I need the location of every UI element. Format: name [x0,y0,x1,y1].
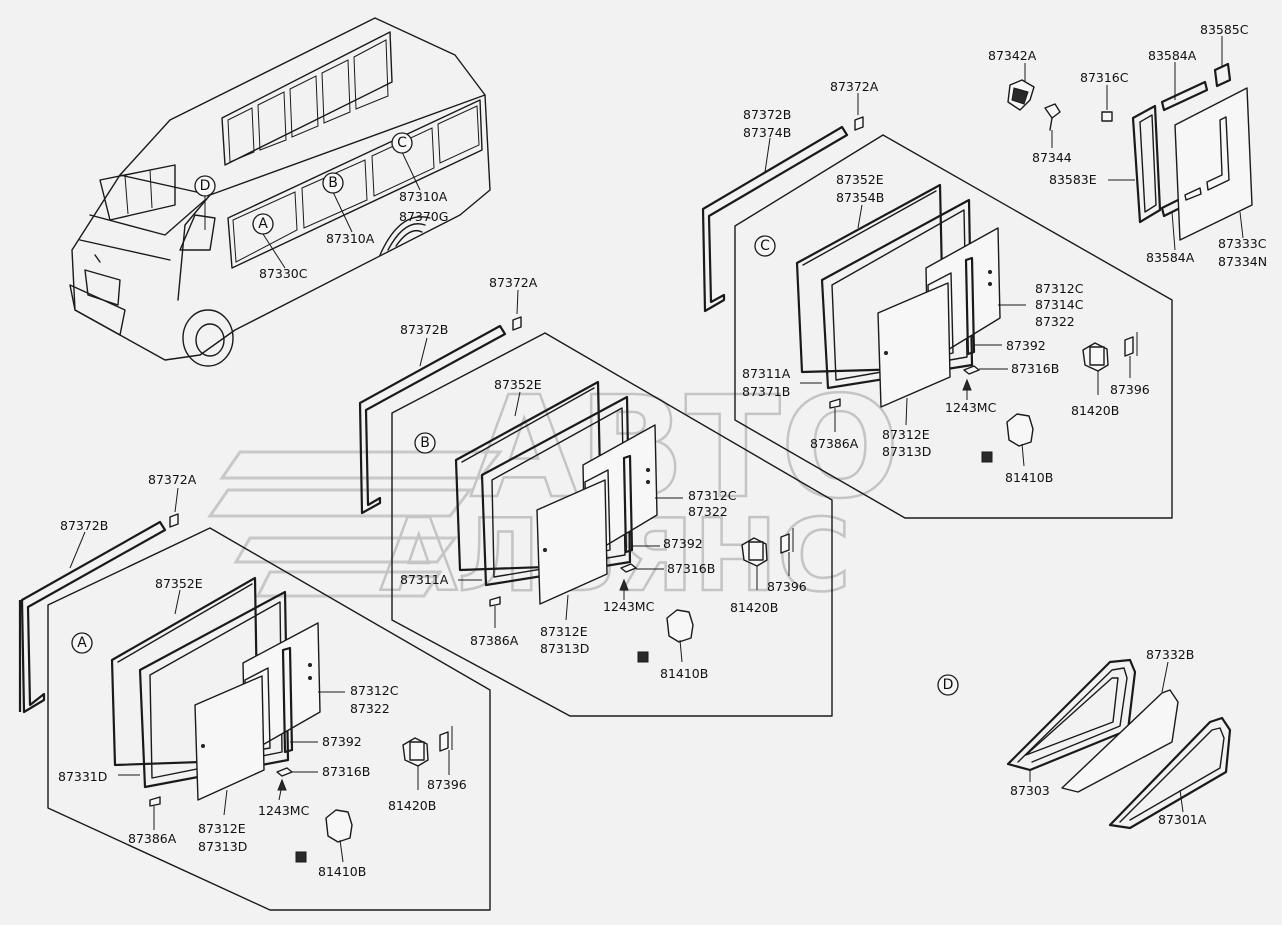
part-label: 87303 [1010,783,1050,798]
part-label: 81410B [1005,470,1053,485]
part-label: 87354B [836,190,884,205]
part-label: 87311A [742,366,791,381]
part-label: 87312E [540,624,588,639]
part-label: 87322 [688,504,728,519]
part-label: 81410B [660,666,708,681]
part-label: 81420B [730,600,778,615]
part-label: 87316B [322,764,370,779]
part-label: 87386A [810,436,859,451]
part-label: 87392 [1006,338,1046,353]
callout-a [71,632,93,654]
part-label: 87334N [1218,254,1267,269]
part-label: 87371B [742,384,790,399]
part-label: 83584A [1148,48,1197,63]
part-label: 87314C [1035,297,1084,312]
watermark-logo-stripes [207,450,504,598]
rear-window-leaders [1024,36,1244,251]
group-d-leaders [1029,661,1184,813]
part-label: 87392 [322,734,362,749]
van-callouts: A B C D 87330C 87310A 87310A 87370G [194,132,448,281]
part-label: 87322 [1035,314,1075,329]
part-label: 87310A [326,231,375,246]
part-label: 87313D [540,641,589,656]
part-label: 81410B [318,864,366,879]
part-label: 87313D [882,444,931,459]
group-a-leaders [69,487,450,863]
part-label: 87372A [830,79,879,94]
part-label: 81420B [1071,403,1119,418]
part-label: 1243MC [945,400,997,415]
part-label: 87372B [400,322,448,337]
part-label: 87372B [60,518,108,533]
callout-c-van [391,132,413,154]
part-label: 87333C [1218,236,1267,251]
van-roof-windows [221,31,393,166]
part-label: 87396 [767,579,807,594]
part-label: 87370G [399,209,448,224]
callout-b [414,432,436,454]
van-illustration [69,17,491,367]
part-label: 87330C [259,266,308,281]
part-label: 1243MC [258,803,310,818]
group-c-leaders [764,93,1131,467]
callout-b-van [322,172,344,194]
window-group-a: A 87372A 87372B 87352E 87312C 87322 8739… [18,472,491,911]
part-label: 83583E [1049,172,1097,187]
watermark: АВТО АЛЬЯНС [207,366,901,615]
callout-d-van-label: D [200,178,211,194]
window-group-c: C 87372A 87372B 87374B 87352E 87354B 873… [701,79,1173,519]
part-label: 87372B [743,107,791,122]
part-label: 87372A [489,275,538,290]
part-label: 1243MC [603,599,655,614]
callout-d [937,674,959,696]
part-label: 87332B [1146,647,1194,662]
part-label: 87352E [836,172,884,187]
part-label: 83585C [1200,22,1249,37]
part-label: 87316C [1080,70,1129,85]
window-group-b: B 87372A 87372B 87352E 87312C 87322 8739… [358,275,833,717]
part-label: 87312C [350,683,399,698]
part-label: 87312C [1035,281,1084,296]
part-label: 87316B [667,561,715,576]
part-label: 87316B [1011,361,1059,376]
callout-c [754,235,776,257]
part-label: 87396 [427,777,467,792]
part-label: 87312E [882,427,930,442]
part-label: 87312E [198,821,246,836]
callout-b-van-label: B [328,175,338,191]
part-label: 87352E [494,377,542,392]
callout-a-label: A [77,635,87,651]
part-label: 81420B [388,798,436,813]
part-label: 87322 [350,701,390,716]
part-label: 87392 [663,536,703,551]
rear-window-group: 87342A 87316C 87344 83585C 83584A 83583E… [988,22,1267,269]
window-group-d: D 87332B 87303 87301A [937,647,1232,830]
part-label: 87312C [688,488,737,503]
part-label: 87313D [198,839,247,854]
part-label: 87374B [743,125,791,140]
part-label: 87386A [470,633,519,648]
part-label: 87331D [58,769,107,784]
part-label: 87372A [148,472,197,487]
part-label: 87301A [1158,812,1207,827]
part-label: 87310A [399,189,448,204]
callout-d-van [194,175,216,197]
group-b-leaders [419,289,790,663]
callout-a-van [252,213,274,235]
callout-c-van-label: C [397,135,407,151]
callout-c-label: C [760,238,770,254]
part-label: 87352E [155,576,203,591]
part-label: 87396 [1110,382,1150,397]
callout-b-label: B [420,435,430,451]
part-label: 87342A [988,48,1037,63]
watermark-line1: АВТО [470,367,900,530]
part-label: 87311A [400,572,449,587]
part-label: 87344 [1032,150,1072,165]
callout-d-label: D [943,677,954,693]
part-label: 87386A [128,831,177,846]
part-label: 83584A [1146,250,1195,265]
callout-a-van-label: A [258,216,268,232]
